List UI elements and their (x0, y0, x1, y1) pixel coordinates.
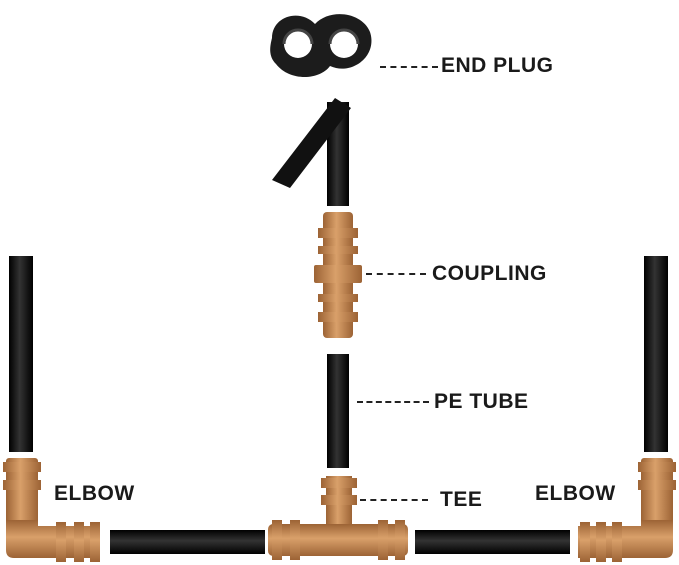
end-plug-leader (380, 66, 438, 68)
end-plug-tubes (272, 98, 351, 206)
pe-tube-label: PE TUBE (434, 390, 529, 413)
elbow-left-part (3, 458, 100, 562)
tee-part (268, 476, 408, 560)
pe-tube-bottom-right (415, 530, 570, 554)
tee-leader (360, 499, 428, 501)
end-plug-part (270, 14, 372, 78)
coupling-leader (366, 273, 426, 275)
pe-tube-right (644, 256, 668, 452)
elbow-right-label: ELBOW (535, 482, 616, 505)
tee-label: TEE (440, 488, 483, 511)
pe-tube-center (327, 354, 349, 468)
pe-tube-leader (357, 401, 429, 403)
coupling-label: COUPLING (432, 262, 547, 285)
elbow-left-label: ELBOW (54, 482, 135, 505)
elbow-right-part (578, 458, 676, 562)
end-plug-label: END PLUG (441, 54, 554, 77)
coupling-part (314, 212, 362, 338)
pe-tube-bottom-left (110, 530, 265, 554)
pe-tube-left (9, 256, 33, 452)
